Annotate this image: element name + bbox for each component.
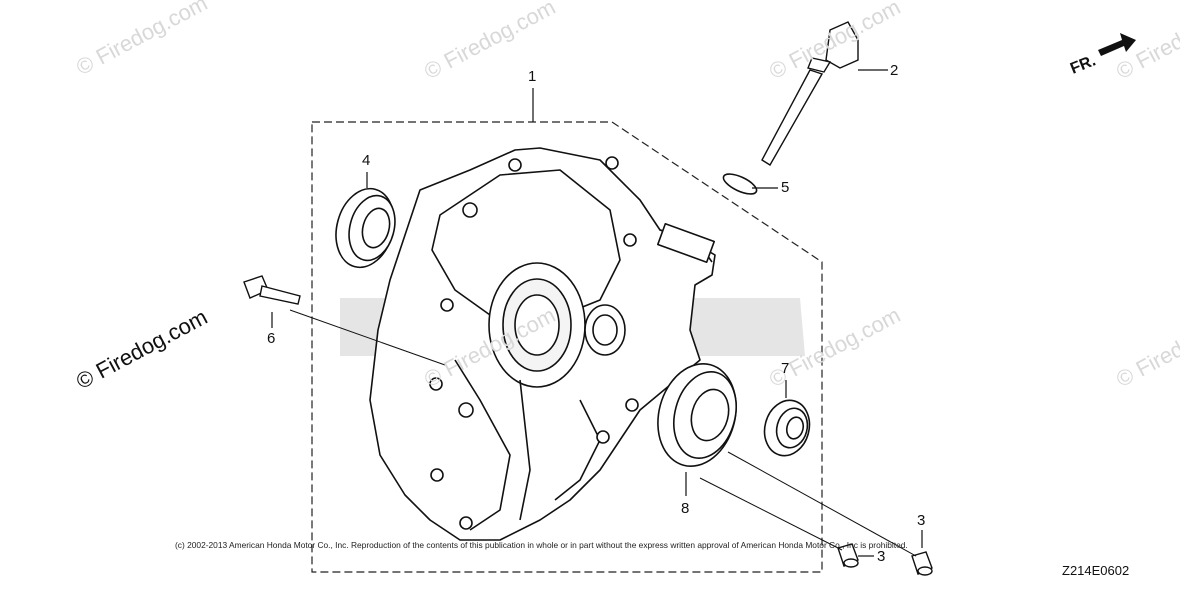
callout-3a: 3 (877, 548, 886, 565)
callout-8: 8 (681, 500, 690, 517)
bolt-axis-line (289, 309, 446, 366)
callout-4: 4 (362, 152, 371, 169)
o-ring-drawing (722, 173, 758, 195)
fr-direction-arrow (1098, 33, 1136, 56)
assembly-boundary (311, 121, 823, 573)
dowel-axis-line-a (699, 477, 843, 551)
oil-seal-drawing (335, 187, 396, 269)
copyright-notice: (c) 2002-2013 American Honda Motor Co., … (175, 540, 908, 550)
small-bearing-drawing (763, 399, 811, 457)
dowel-axis-line-b (727, 451, 917, 557)
crankcase-cover-drawing (369, 147, 716, 541)
callout-7: 7 (781, 360, 790, 377)
callout-1: 1 (528, 68, 537, 85)
ball-bearing-drawing (657, 363, 737, 467)
callout-6: 6 (267, 330, 276, 347)
diagram-code: Z214E0602 (1062, 563, 1130, 578)
callout-2: 2 (890, 62, 899, 79)
callout-5: 5 (781, 179, 790, 196)
flange-bolt-drawing (243, 275, 301, 305)
dowel-pin-drawing (837, 543, 933, 576)
callout-3b: 3 (917, 512, 926, 529)
oil-dipstick-drawing (761, 21, 859, 166)
